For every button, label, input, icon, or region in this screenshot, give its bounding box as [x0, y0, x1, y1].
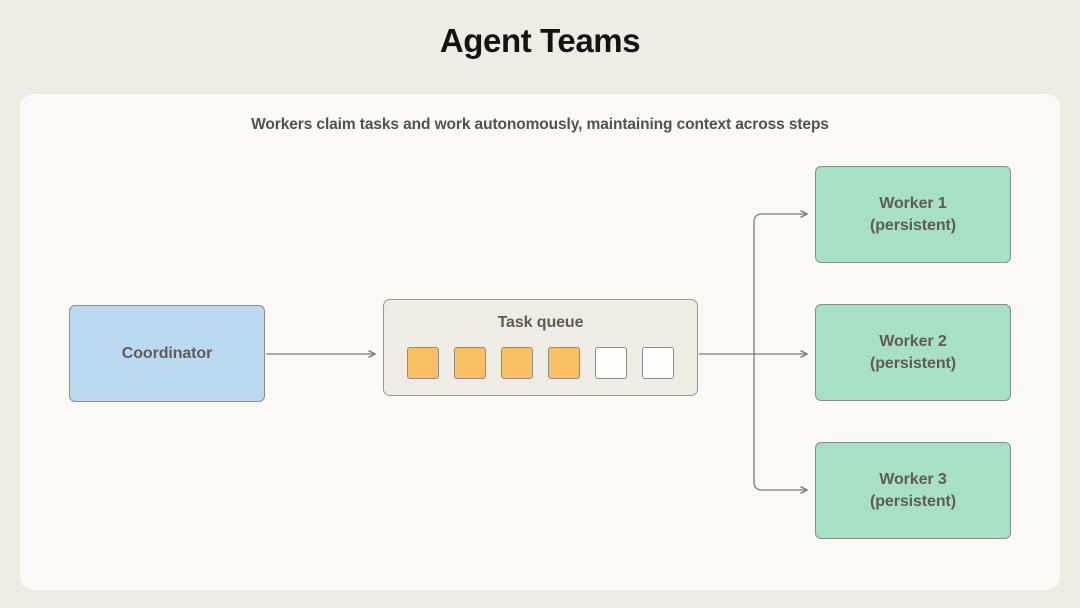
queue-slot-3[interactable] — [501, 347, 533, 379]
arrow-trunk-to-worker-3 — [753, 354, 808, 494]
queue-slot-1[interactable] — [407, 347, 439, 379]
queue-slot-6[interactable] — [642, 347, 674, 379]
task-queue-label: Task queue — [497, 314, 584, 331]
arrow-trunk-to-worker-1 — [753, 210, 808, 354]
worker-1-name: Worker 1 — [879, 194, 947, 212]
diagram-card: Workers claim tasks and work autonomousl… — [20, 94, 1060, 590]
worker-2-status: (persistent) — [870, 354, 956, 372]
page-title: Agent Teams — [439, 22, 641, 59]
coordinator-label: Coordinator — [121, 344, 213, 362]
task-queue-slots — [384, 347, 697, 379]
node-worker-1[interactable]: Worker 1 (persistent) — [815, 166, 1011, 263]
worker-3-name: Worker 3 — [879, 470, 947, 488]
node-worker-3[interactable]: Worker 3 (persistent) — [815, 442, 1011, 539]
worker-1-status: (persistent) — [870, 216, 956, 234]
node-worker-2[interactable]: Worker 2 (persistent) — [815, 304, 1011, 401]
queue-slot-4[interactable] — [548, 347, 580, 379]
queue-slot-5[interactable] — [595, 347, 627, 379]
queue-slot-2[interactable] — [454, 347, 486, 379]
worker-3-status: (persistent) — [870, 492, 956, 510]
diagram-subtitle: Workers claim tasks and work autonomousl… — [251, 116, 829, 133]
node-coordinator[interactable]: Coordinator — [69, 305, 265, 402]
node-task-queue[interactable]: Task queue — [383, 299, 698, 396]
worker-2-name: Worker 2 — [879, 332, 947, 350]
